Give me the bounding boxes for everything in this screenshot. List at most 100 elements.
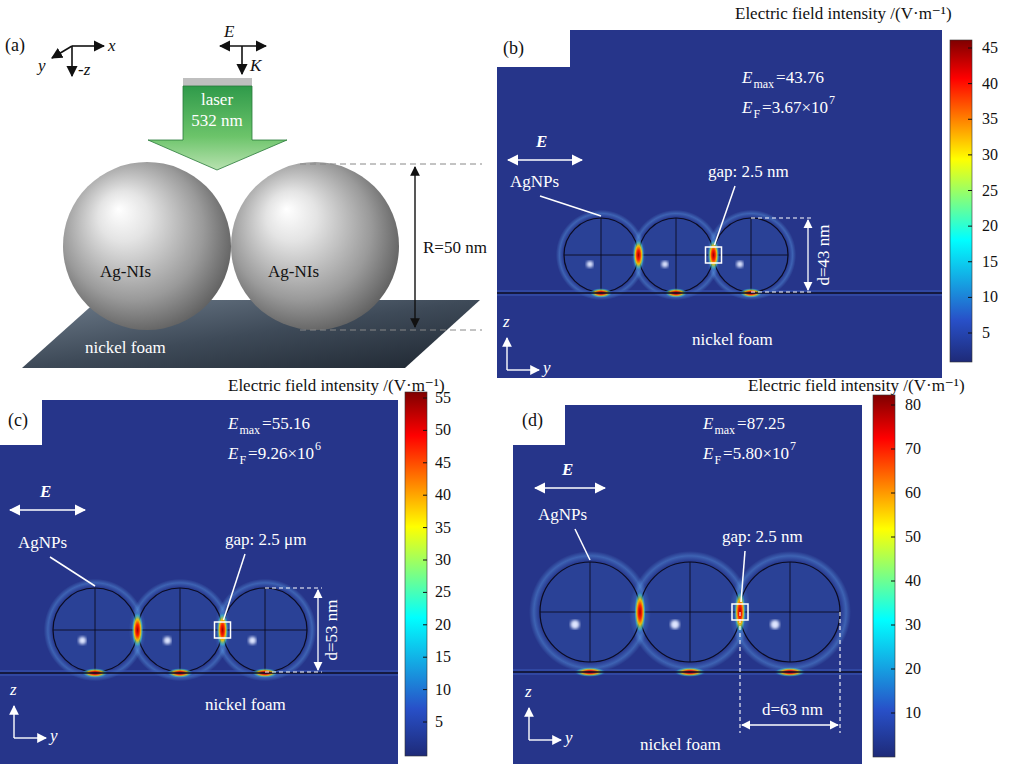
mesh-line [690,562,691,662]
nickel-foam-plate [22,300,480,368]
e-field-arrow [10,509,85,511]
field-halo [129,579,231,681]
field-halo [706,210,796,300]
figure-label: E [40,482,51,502]
field-halo [214,579,316,681]
figure-label: nickel foam [640,735,721,755]
mesh-line [180,588,181,672]
figure-label: z [10,680,17,700]
figure-label: E [536,132,547,152]
e-field-arrow [508,159,582,161]
field-halo [629,551,751,673]
colorbar-tick [968,261,972,262]
colorbar-value: 5 [982,323,990,343]
gap-hotspot [217,611,229,649]
laser-arrow [148,86,287,170]
figure-label: =5.80×10 [723,444,789,464]
colorbar-tick [423,430,427,431]
dim-line [751,291,812,292]
figure-label: Electric field intensity /(V·m⁻¹) [735,4,952,24]
silver-sphere [63,162,231,330]
z-axis [13,706,14,738]
colorbar [405,392,427,756]
y-axis [529,739,561,740]
gap-box [706,247,722,263]
colorbar-tick [968,48,972,49]
dim-arrow [317,590,318,670]
silver-particle [564,218,638,292]
dim-line [265,587,322,588]
colorbar-tick [891,669,895,670]
field-panel [497,30,972,378]
colorbar-value: 40 [905,571,921,591]
colorbar-value: 50 [435,420,451,440]
figure-label: nickel foam [205,695,286,715]
figure-label: d=43 nm [814,224,834,285]
colorbar-tick [891,493,895,494]
gap-box [215,622,231,638]
substrate-glow [497,290,942,296]
figure-label: =43.76 [776,68,824,88]
colorbar-tick [423,462,427,463]
silver-particle [223,588,307,672]
figure-label: F [239,453,246,467]
colorbar-tick [423,495,427,496]
colorbar-tick [968,190,972,191]
figure-label: nickel foam [85,338,166,358]
laser-cap [183,78,252,86]
figure-label: R=50 nm [423,238,487,258]
colorbar-value: 5 [435,712,443,732]
silver-particle [639,218,713,292]
colorbar-value: 7 [790,439,796,453]
colorbar-value: 10 [435,680,451,700]
colorbar-tick [423,722,427,723]
mesh-line [590,562,591,662]
figure-label: z [525,682,532,702]
figure-label: gap: 2.5 nm [722,527,803,547]
figure-label: Ag-NIs [268,262,319,282]
dim-line [739,612,740,733]
leader-line [50,557,95,586]
colorbar-value: 20 [435,615,451,635]
figure-label: Electric field intensity /(V·m⁻¹) [228,376,445,396]
dim-line [300,164,482,165]
field-halo [631,210,721,300]
gap-hotspot [132,611,144,649]
figure-label: E [703,414,713,434]
colorbar-value: 30 [435,550,451,570]
figure-label: -z [78,60,90,80]
colorbar-value: 70 [905,439,921,459]
leader-line [741,551,745,602]
colorbar-tick [891,625,895,626]
colorbar-value: 45 [435,453,451,473]
mesh-line [676,218,677,292]
y-axis [14,737,46,738]
dim-line [300,330,482,331]
colorbar-tick [423,592,427,593]
z-axis [506,338,507,370]
colorbar-tick [423,624,427,625]
colorbar [873,395,895,757]
substrate-line [513,671,862,672]
figure-label: E [562,460,573,480]
figure-label: AgNPs [538,505,587,525]
figure-label: F [714,453,721,467]
highlight [771,620,780,629]
figure-label: Electric field intensity /(V·m⁻¹) [748,376,965,396]
highlight [737,261,744,268]
mesh-line [751,218,752,292]
figure-label: gap: 2.5 nm [708,162,789,182]
field-halo [729,551,851,673]
colorbar-value: 45 [982,38,998,58]
colorbar-value: 6 [315,439,321,453]
figure-label: 532 nm [191,111,242,131]
mesh-line [265,588,266,672]
highlight [164,637,172,645]
dim-line [751,217,812,218]
highlight [79,637,87,645]
figure-label: max [239,423,260,437]
leader-line [715,186,736,245]
z-axis [71,46,73,76]
figure-label: K [250,56,261,76]
dim-arrow [414,167,415,327]
